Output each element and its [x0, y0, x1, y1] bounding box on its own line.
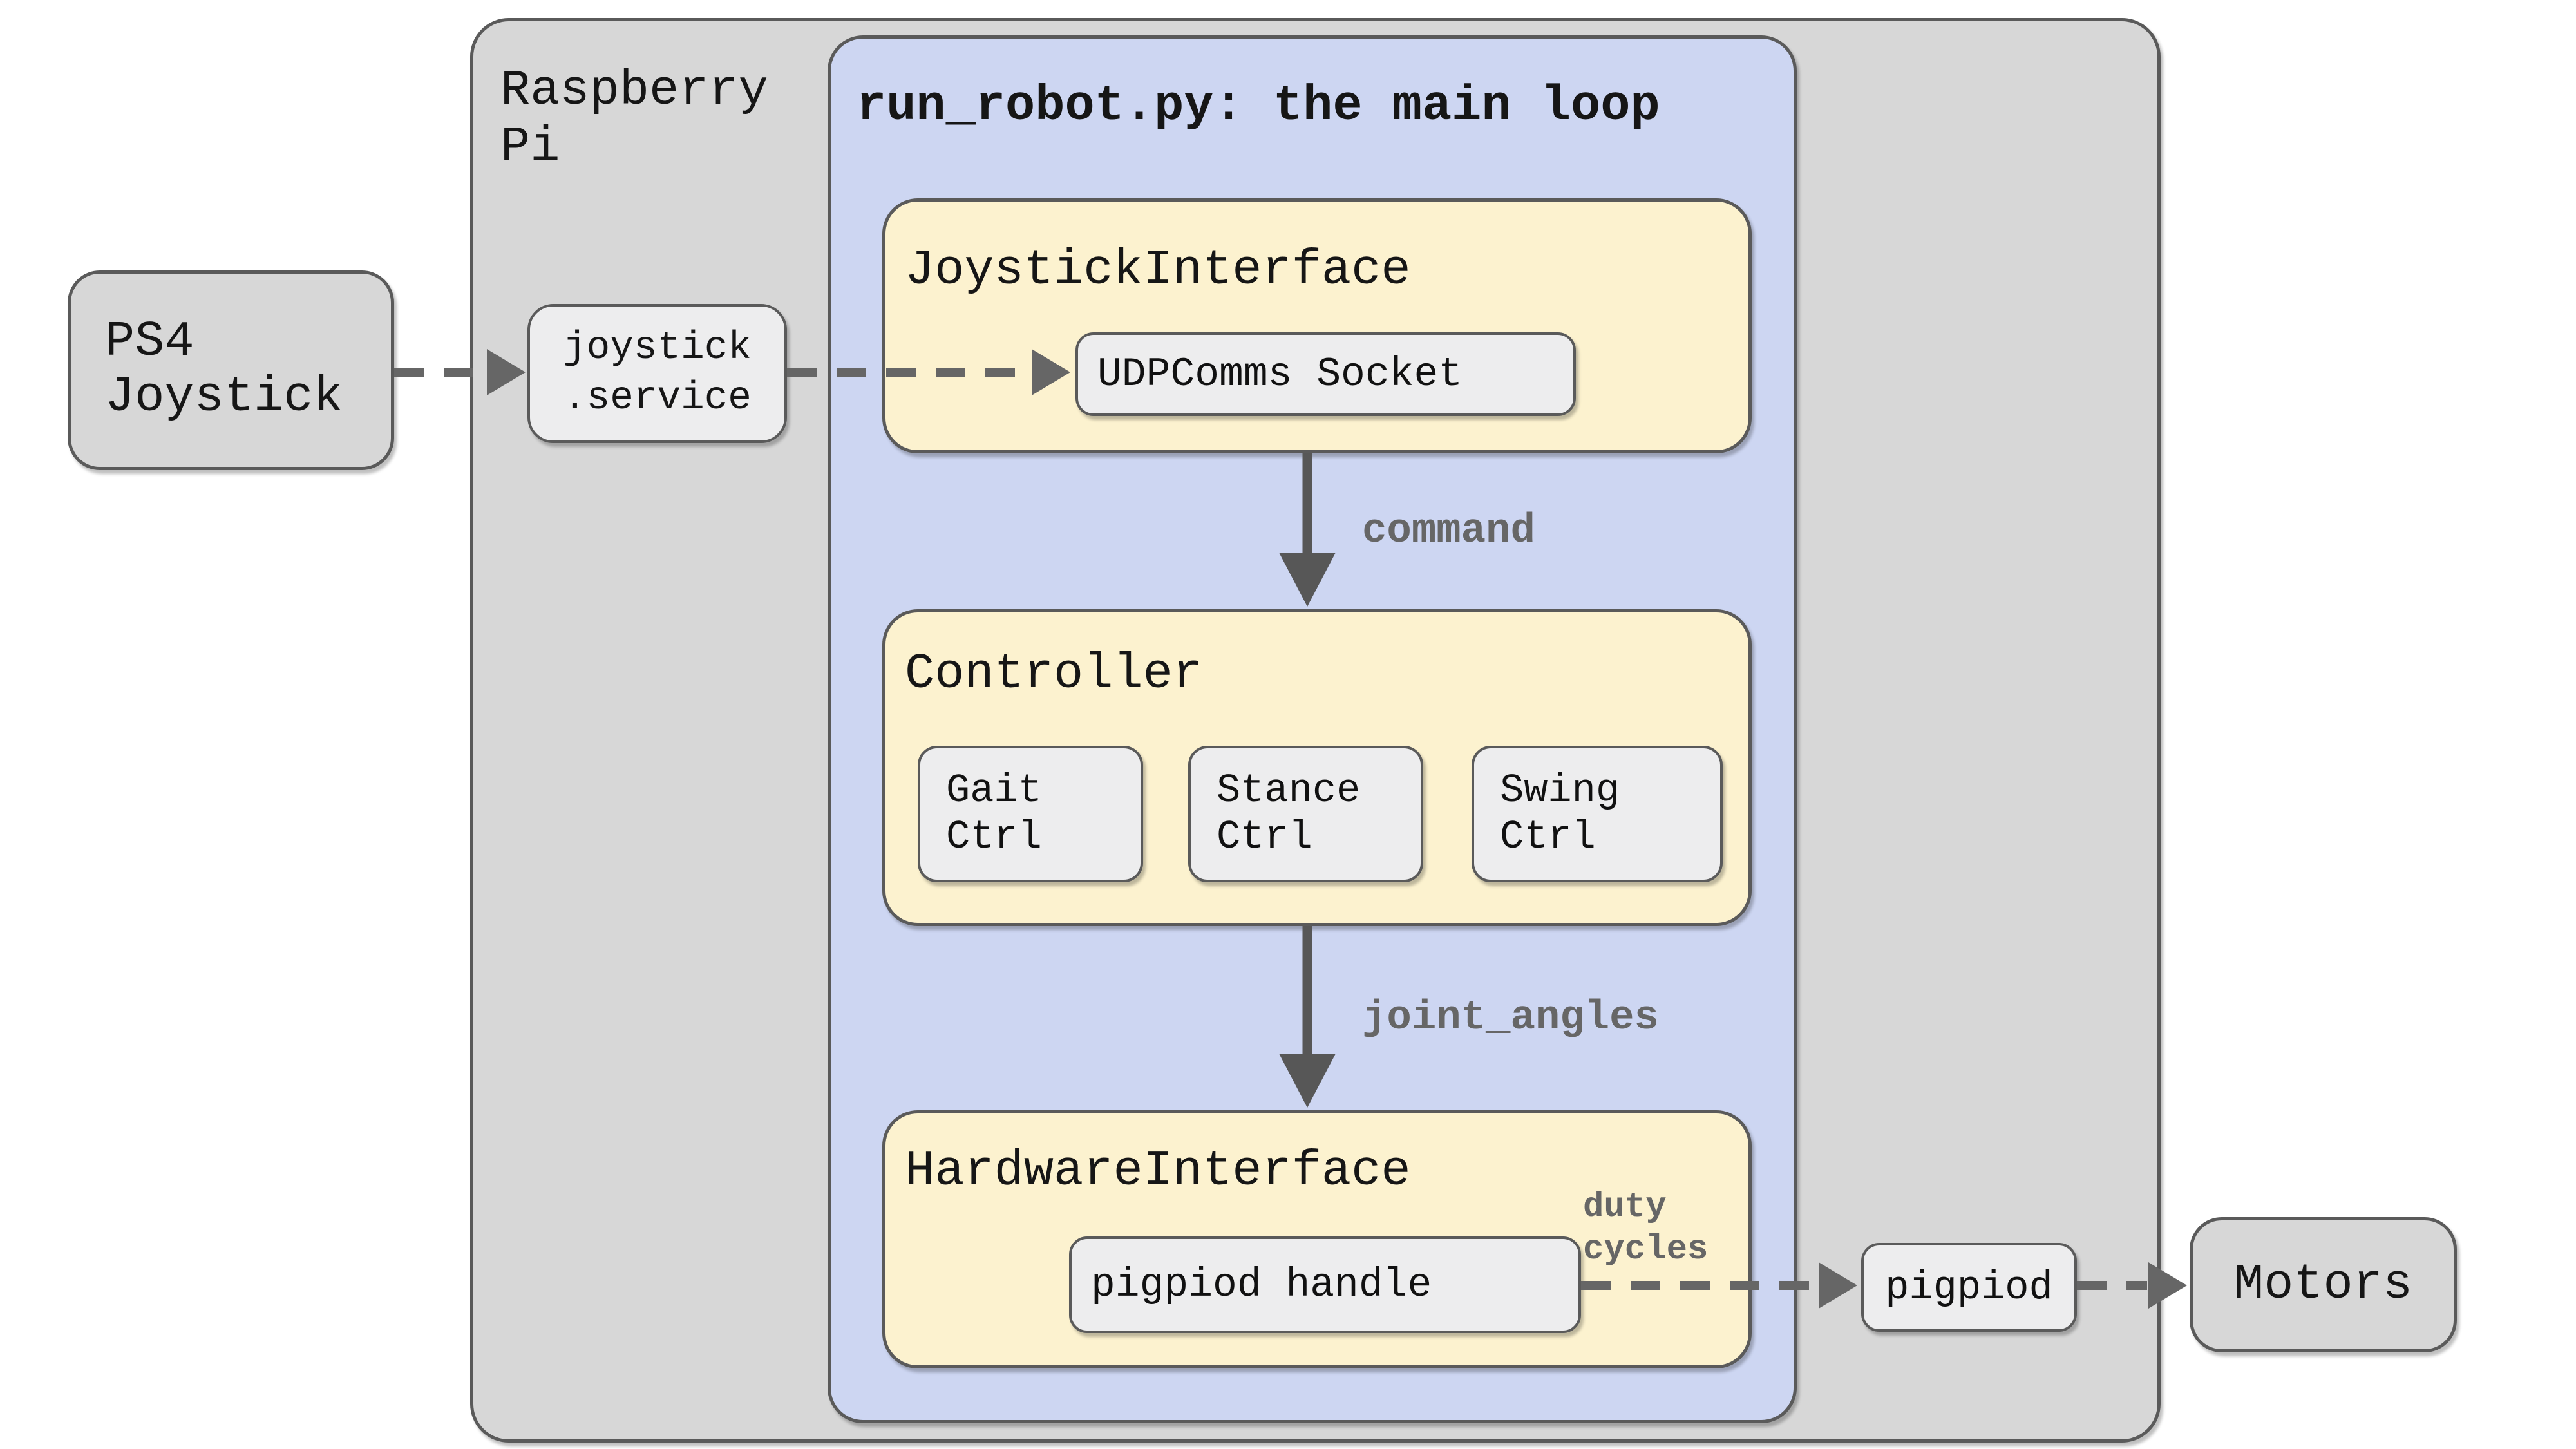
hardware-interface-title: HardwareInterface: [905, 1144, 1411, 1200]
joystick-interface-box: [882, 198, 1752, 453]
stance-ctrl-line2: Ctrl: [1217, 814, 1312, 860]
controller-title: Controller: [905, 647, 1203, 703]
raspberry-pi-label-line1: Raspberry: [500, 63, 768, 119]
duty-cycles-line2: cycles: [1583, 1230, 1709, 1269]
joystick-service-line1: joystick: [563, 326, 752, 370]
udpcomms-socket-box: UDPComms Socket: [1075, 332, 1576, 416]
swing-ctrl-line2: Ctrl: [1500, 814, 1596, 860]
stance-ctrl-line1: Stance: [1217, 768, 1361, 813]
pigpiod-handle-label: pigpiod handle: [1091, 1262, 1432, 1308]
raspberry-pi-label-line2: Pi: [500, 120, 560, 176]
gait-ctrl-box: Gait Ctrl: [918, 746, 1143, 882]
joystick-service-line2: .service: [563, 376, 752, 421]
raspberry-pi-label: Raspberry Pi: [500, 63, 768, 176]
gait-ctrl-line1: Gait: [946, 768, 1042, 813]
motors-label: Motors: [2233, 1256, 2413, 1313]
duty-cycles-arrow-label: duty cycles: [1583, 1186, 1708, 1271]
motors-box: Motors: [2190, 1217, 2457, 1352]
pigpiod-label: pigpiod: [1885, 1264, 2053, 1311]
swing-ctrl-line1: Swing: [1500, 768, 1620, 813]
command-arrow-label: command: [1362, 508, 1535, 554]
duty-cycles-line1: duty: [1583, 1188, 1667, 1227]
stance-ctrl-box: Stance Ctrl: [1188, 746, 1423, 882]
ps4-label-line2: Joystick: [105, 370, 343, 426]
gait-ctrl-line2: Ctrl: [946, 814, 1042, 860]
pigpiod-box: pigpiod: [1861, 1243, 2077, 1332]
pigpiod-handle-box: pigpiod handle: [1069, 1236, 1581, 1333]
swing-ctrl-box: Swing Ctrl: [1472, 746, 1723, 882]
main-loop-title: run_robot.py: the main loop: [857, 79, 1660, 135]
joint-angles-arrow-label: joint_angles: [1362, 995, 1659, 1041]
joystick-interface-title: JoystickInterface: [905, 243, 1411, 299]
ps4-joystick-box: PS4 Joystick: [68, 270, 394, 470]
ps4-label-line1: PS4: [105, 314, 194, 370]
joystick-service-box: joystick .service: [527, 304, 787, 443]
udpcomms-socket-label: UDPComms Socket: [1097, 351, 1463, 397]
